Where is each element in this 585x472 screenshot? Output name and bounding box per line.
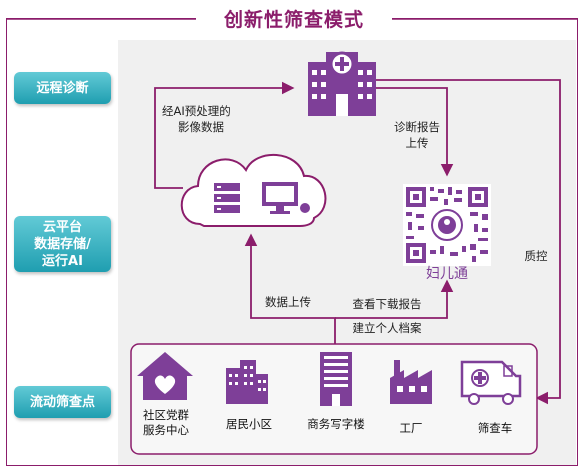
point-label-community: 社区党群 服务中心 (136, 408, 196, 438)
edge-label-ai-line2: 影像数据 (178, 120, 224, 134)
label-mobile-screening: 流动筛查点 (14, 386, 111, 418)
computer-icon (262, 182, 310, 214)
residential-buildings-icon (226, 360, 268, 404)
label-remote-diagnosis-text: 远程诊断 (36, 80, 89, 96)
edge-label-quality-control: 质控 (524, 249, 548, 263)
hospital-icon (308, 51, 376, 116)
edge-label-view-download: 查看下载报告 (352, 297, 422, 311)
point-label-office: 商务写字楼 (307, 417, 365, 431)
cloud-icon (180, 154, 327, 227)
edge-label-upload-report: 诊断报告 上传 (386, 119, 448, 151)
point-label-factory: 工厂 (399, 421, 423, 435)
label-mobile-screening-text: 流动筛查点 (29, 394, 95, 410)
label-cloud-line3: 运行AI (42, 253, 83, 269)
point-label-community-line1: 社区党群 (143, 408, 189, 422)
qr-app-name: 妇儿通 (426, 266, 468, 282)
point-label-vehicle: 筛查车 (477, 421, 513, 435)
edge-label-upload-line1: 诊断报告 (394, 120, 440, 134)
arrow-cloud-to-hospital (154, 81, 295, 189)
arrow-points-to-cloud (244, 233, 336, 344)
screening-vehicle-icon (460, 360, 522, 405)
arrow-hospital-to-qr (372, 87, 454, 177)
edge-label-data-upload: 数据上传 (265, 295, 311, 309)
arrow-points-to-qr (335, 279, 454, 319)
point-label-community-line2: 服务中心 (143, 423, 189, 437)
factory-icon (390, 360, 432, 404)
label-cloud-line1: 云平台 (42, 219, 82, 235)
title-background (196, 4, 392, 34)
label-cloud-line2: 数据存储/ (34, 236, 91, 252)
point-label-residential: 居民小区 (226, 417, 272, 431)
label-cloud-platform: 云平台 数据存储/ 运行AI (14, 216, 111, 272)
arrow-hospital-to-truck (372, 79, 561, 405)
edge-label-ai-preprocessed: 经AI预处理的 影像数据 (162, 103, 252, 135)
label-remote-diagnosis: 远程诊断 (14, 72, 111, 104)
office-building-icon (320, 352, 352, 406)
edge-label-upload-line2: 上传 (405, 136, 429, 150)
edge-label-ai-line1: 经AI预处理的 (162, 104, 231, 118)
server-icon (214, 183, 240, 213)
community-house-icon (137, 352, 193, 400)
edge-label-create-profile: 建立个人档案 (352, 321, 422, 335)
diagram-title: 创新性筛查模式 (223, 9, 364, 31)
qr-code (403, 184, 491, 266)
